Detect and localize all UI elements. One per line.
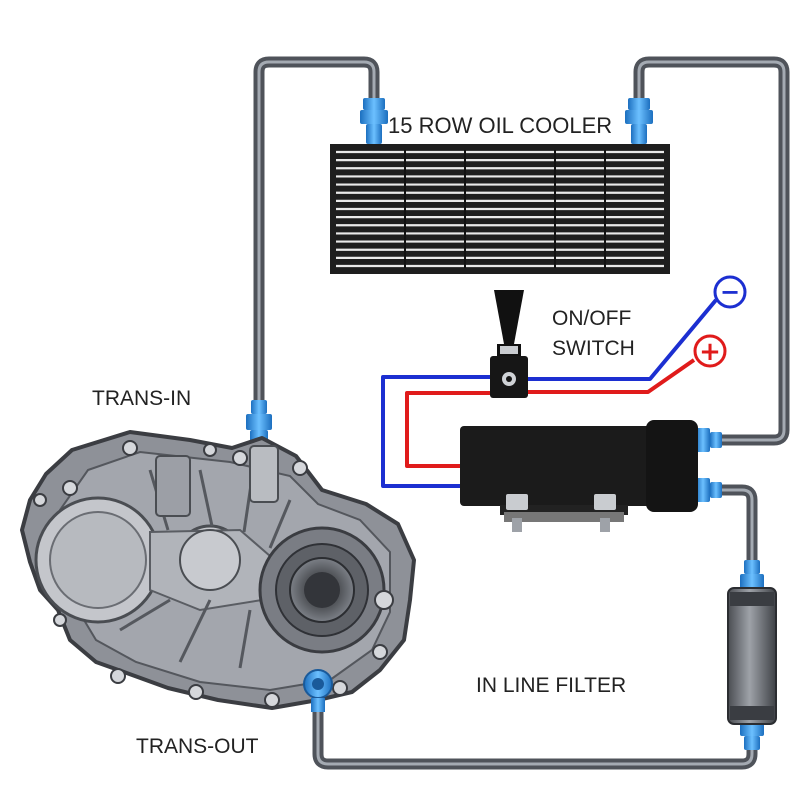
label-switch-line2: SWITCH (552, 337, 635, 360)
label-trans-in: TRANS-IN (92, 387, 191, 410)
wire-negative-to-terminal (528, 298, 718, 381)
hose-lines (253, 56, 790, 770)
fitting-cooler-left (360, 98, 388, 144)
transmission-case (20, 430, 416, 710)
negative-terminal-sign: − (720, 278, 740, 306)
hose-unit-to-filter (710, 484, 758, 578)
label-oil-cooler: 15 ROW OIL COOLER (388, 113, 612, 138)
terminal-negative: − (713, 275, 747, 309)
label-trans-out: TRANS-OUT (136, 735, 259, 758)
oil-cooler (330, 144, 670, 274)
label-filter: IN LINE FILTER (476, 674, 626, 697)
hose-filter-to-trans-out (312, 694, 758, 770)
toggle-switch (490, 290, 528, 398)
fitting-filter-top (740, 560, 764, 590)
fitting-trans-out (303, 669, 333, 712)
in-line-filter (727, 587, 777, 725)
mount-bolt-left (506, 494, 528, 532)
fitting-unit-top (696, 428, 722, 452)
wire-positive (528, 358, 696, 394)
fitting-filter-bottom (740, 722, 764, 750)
mount-bolt-right (594, 494, 616, 532)
fitting-cooler-right (625, 98, 653, 144)
switch-lever (494, 290, 524, 344)
wiring (381, 298, 718, 488)
wire-positive-to-unit (405, 391, 490, 468)
fitting-unit-bottom (696, 478, 722, 502)
control-unit (460, 420, 698, 532)
label-switch-line1: ON/OFF (552, 307, 631, 330)
cooler-fins (336, 150, 664, 268)
positive-terminal-sign: + (699, 337, 721, 367)
terminal-positive: + (693, 334, 727, 368)
wire-negative (381, 375, 490, 488)
